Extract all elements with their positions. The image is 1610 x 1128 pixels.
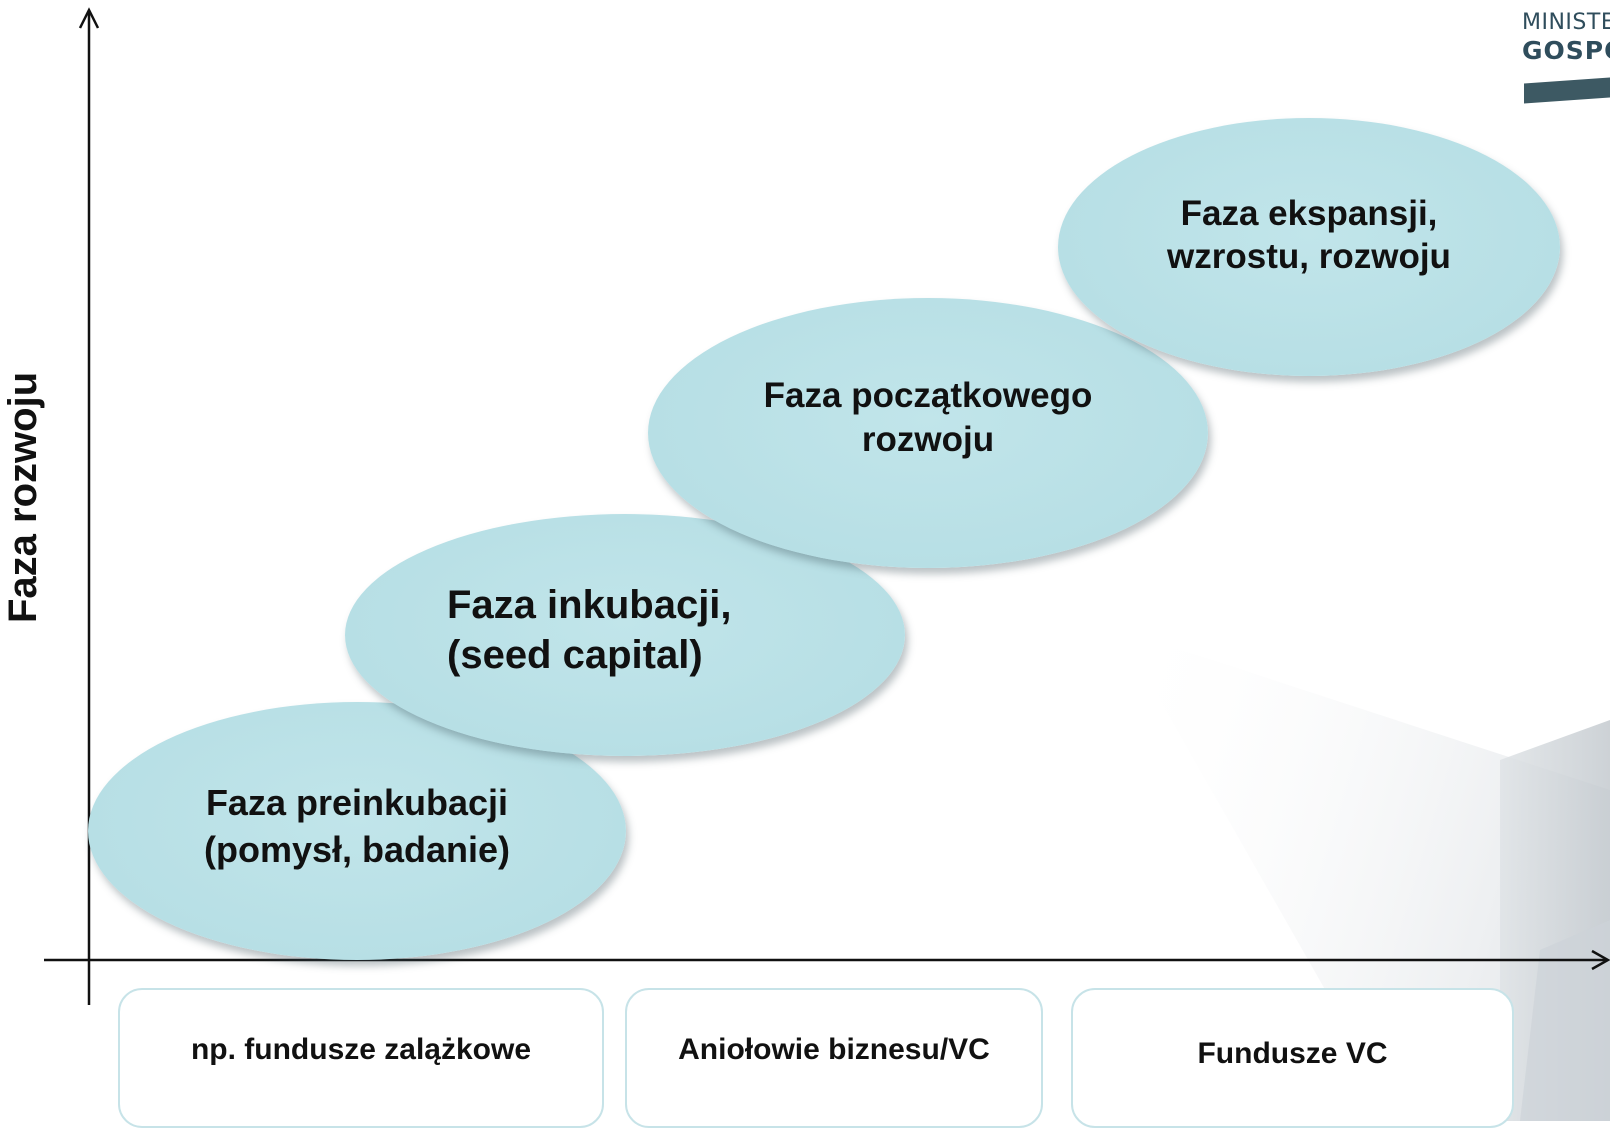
phase-incubation-line-2: (seed capital): [447, 633, 703, 677]
funding-box-business-angels: Aniołowie biznesu/VC: [625, 988, 1043, 1128]
logo-line-1: MINISTE: [1522, 10, 1610, 35]
phase-preincubation-line-2: (pomysł, badanie): [203, 829, 511, 870]
phase-incubation-line-1: Faza inkubacji,: [447, 583, 732, 627]
funding-box-vc-funds: Fundusze VC: [1071, 988, 1514, 1128]
phase-expansion-line-1: Faza ekspansji,: [1180, 194, 1438, 233]
phase-expansion: Faza ekspansji, wzrostu, rozwoju: [1058, 118, 1560, 376]
phase-early-development-line-1: Faza początkowego: [763, 376, 1093, 415]
y-axis-arrowhead: [78, 7, 100, 29]
logo-line-2: GOSPO: [1522, 36, 1610, 65]
x-axis-arrowhead: [1591, 949, 1610, 971]
phase-expansion-line-2: wzrostu, rozwoju: [1167, 237, 1451, 276]
phase-early-development-line-2: rozwoju: [861, 420, 995, 459]
phase-early-development: Faza początkowego rozwoju: [648, 298, 1208, 568]
funding-box-seed-funds: np. fundusze zalążkowe: [118, 988, 604, 1128]
funding-label-vc-funds: Fundusze VC: [1197, 1037, 1388, 1070]
funding-label-business-angels: Aniołowie biznesu/VC: [678, 1033, 990, 1066]
funding-label-seed-funds: np. fundusze zalążkowe: [190, 1033, 532, 1066]
y-axis-label: Faza rozwoju: [1, 371, 45, 623]
phase-preincubation-line-1: Faza preinkubacji: [205, 782, 509, 823]
